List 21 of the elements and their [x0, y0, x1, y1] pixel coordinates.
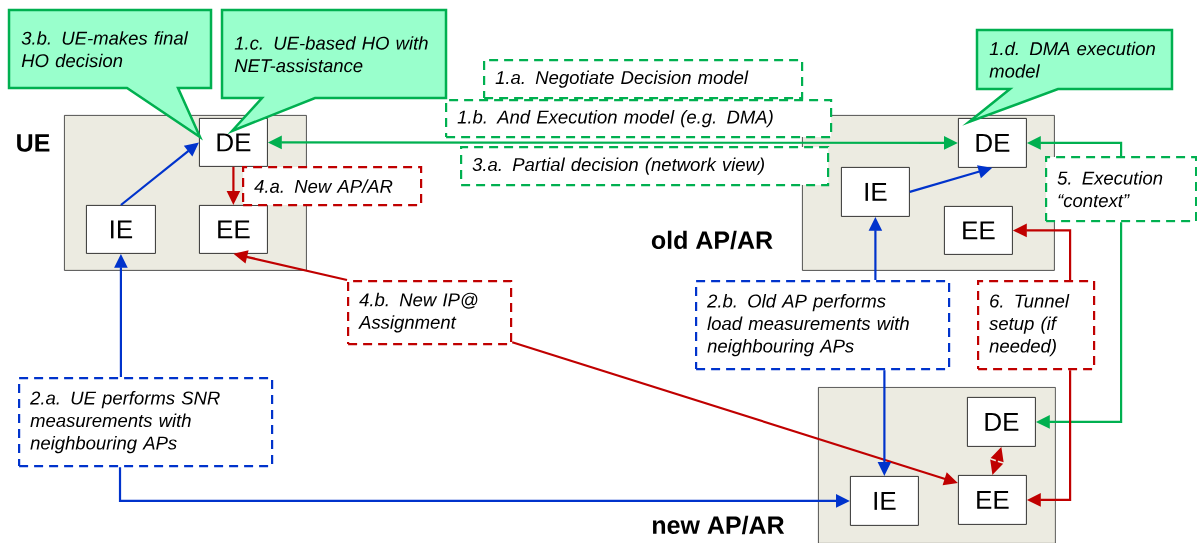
note-box: 3.a. Partial decision (network view): [460, 146, 830, 187]
note-box: 6. Tunnel setup (if needed): [977, 280, 1096, 371]
function-box: IE: [850, 476, 919, 526]
container-label: old AP/AR: [651, 230, 773, 250]
note-box: 1.b. And Execution model (e.g. DMA): [445, 99, 833, 139]
note-box: 5. Execution “context”: [1045, 156, 1197, 223]
note-box: 4.b. New IP@ Assignment: [347, 280, 513, 346]
function-box: DE: [958, 118, 1027, 168]
function-box: DE: [967, 397, 1036, 447]
container-label: new AP/AR: [653, 515, 785, 535]
note-box: 2.a. UE performs SNR measurements with neighbouring APs: [18, 377, 274, 468]
function-box: EE: [944, 206, 1013, 255]
callout-box: 1.d. DMA execution model: [962, 28, 1174, 126]
function-box: DE: [199, 118, 268, 167]
function-box: EE: [199, 205, 268, 254]
function-box: EE: [958, 475, 1027, 525]
note-box: 2.b. Old AP performs load measurements with neighbouring APs: [695, 280, 951, 371]
function-box: IE: [841, 167, 910, 217]
note-box: 1.a. Negotiate Decision model: [483, 59, 804, 100]
arrow: [120, 142, 199, 206]
function-box: IE: [86, 205, 156, 254]
